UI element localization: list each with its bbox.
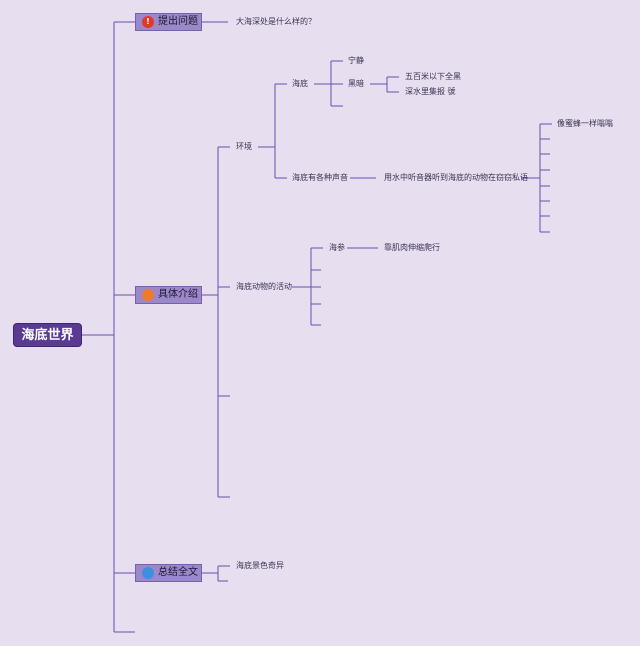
- category-label: 提出问题: [158, 16, 198, 27]
- category-node-intro[interactable]: 具体介绍: [135, 286, 202, 304]
- node-quiet[interactable]: 宁静: [348, 56, 364, 65]
- category-label: 具体介绍: [158, 289, 198, 300]
- category-node-summary[interactable]: 总结全文: [135, 564, 202, 582]
- node-sea-cucumber[interactable]: 海参: [329, 243, 345, 252]
- node-dark-item[interactable]: 深水里集报 號: [405, 87, 456, 96]
- node-sea-cucumber-detail[interactable]: 靠肌肉伸缩爬行: [384, 243, 440, 252]
- node-summary-answer[interactable]: 海底景色奇异: [236, 561, 284, 570]
- blue-dot-icon: [142, 567, 154, 579]
- exclamation-icon: !: [142, 16, 154, 28]
- orange-dot-icon: [142, 289, 154, 301]
- node-seabed[interactable]: 海底: [292, 79, 308, 88]
- category-node-question[interactable]: ! 提出问题: [135, 13, 202, 31]
- node-animals[interactable]: 海底动物的活动: [236, 282, 292, 291]
- node-environment[interactable]: 环境: [236, 142, 252, 151]
- node-sounds-detail[interactable]: 用水中听音器听到海底的动物在窃窃私语: [384, 173, 528, 182]
- category-label: 总结全文: [158, 567, 198, 578]
- node-dark-item[interactable]: 五百米以下全黑: [405, 72, 461, 81]
- root-node[interactable]: 海底世界: [13, 323, 82, 347]
- node-sounds[interactable]: 海底有各种声音: [292, 173, 348, 182]
- node-dark[interactable]: 黑暗: [348, 79, 364, 88]
- node-question-answer[interactable]: 大海深处是什么样的？: [236, 17, 316, 26]
- node-sound-bee[interactable]: 像蜜蜂一样嗡嗡: [557, 119, 613, 128]
